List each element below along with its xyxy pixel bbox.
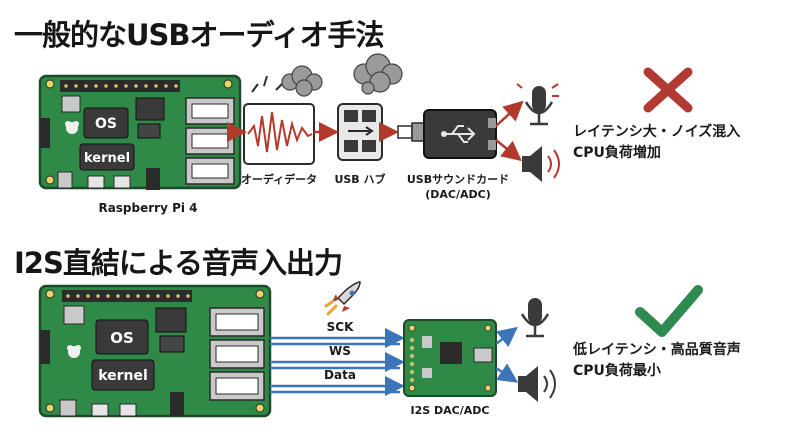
section1-result-line2: CPU負荷増加 bbox=[573, 144, 661, 161]
i2s-signal-lines bbox=[270, 328, 405, 396]
raspberry-pi-board-bottom bbox=[38, 284, 272, 418]
section2-result-line2: CPU負荷最小 bbox=[573, 362, 661, 379]
signal-label-sck: SCK bbox=[327, 320, 354, 334]
usb-card-sub-label: (DAC/ADC) bbox=[425, 188, 491, 201]
cross-icon bbox=[643, 67, 693, 113]
board-os-label: OS bbox=[95, 116, 117, 132]
section2-title: I2S直結による音声入出力 bbox=[14, 246, 343, 280]
output-arrows-blue bbox=[495, 326, 519, 383]
section1-result-line1: レイテンシ大・ノイズ混入 bbox=[573, 123, 740, 140]
signal-label-data: Data bbox=[324, 368, 356, 382]
microphone-icon bbox=[516, 83, 559, 126]
board2-os-label: OS bbox=[110, 329, 134, 347]
audio-data-label: オーディデータ bbox=[241, 172, 317, 186]
board-kernel-label: kernel bbox=[84, 151, 130, 166]
usb-plug-icon bbox=[397, 122, 425, 142]
speaker-icon bbox=[518, 366, 556, 402]
heat-cloud-icon bbox=[353, 53, 403, 95]
usb-hub-label: USB ハブ bbox=[334, 172, 385, 186]
rocket-icon bbox=[324, 281, 361, 316]
usb-card-label: USBサウンドカード bbox=[407, 173, 509, 186]
i2s-dac-board-icon bbox=[403, 319, 497, 397]
board-caption: Raspberry Pi 4 bbox=[98, 201, 197, 215]
signal-arrows-red bbox=[227, 100, 524, 162]
raspberry-pi-board-top bbox=[38, 74, 242, 190]
dac-label: I2S DAC/ADC bbox=[411, 404, 490, 417]
noise-cloud-icon bbox=[281, 65, 323, 97]
section1-title: 一般的なUSBオーディオ手法 bbox=[14, 18, 385, 52]
microphone-icon bbox=[520, 298, 550, 338]
speaker-icon bbox=[522, 146, 560, 182]
check-icon bbox=[635, 285, 703, 337]
usb-hub-icon bbox=[337, 103, 383, 161]
raspberry-logo-icon bbox=[67, 345, 81, 358]
section2-result-line1: 低レイテンシ・高品質音声 bbox=[572, 341, 741, 358]
raspberry-logo-icon bbox=[65, 121, 79, 134]
board2-kernel-label: kernel bbox=[98, 368, 148, 384]
usb-sound-card-icon bbox=[423, 109, 497, 159]
signal-label-ws: WS bbox=[329, 344, 351, 358]
